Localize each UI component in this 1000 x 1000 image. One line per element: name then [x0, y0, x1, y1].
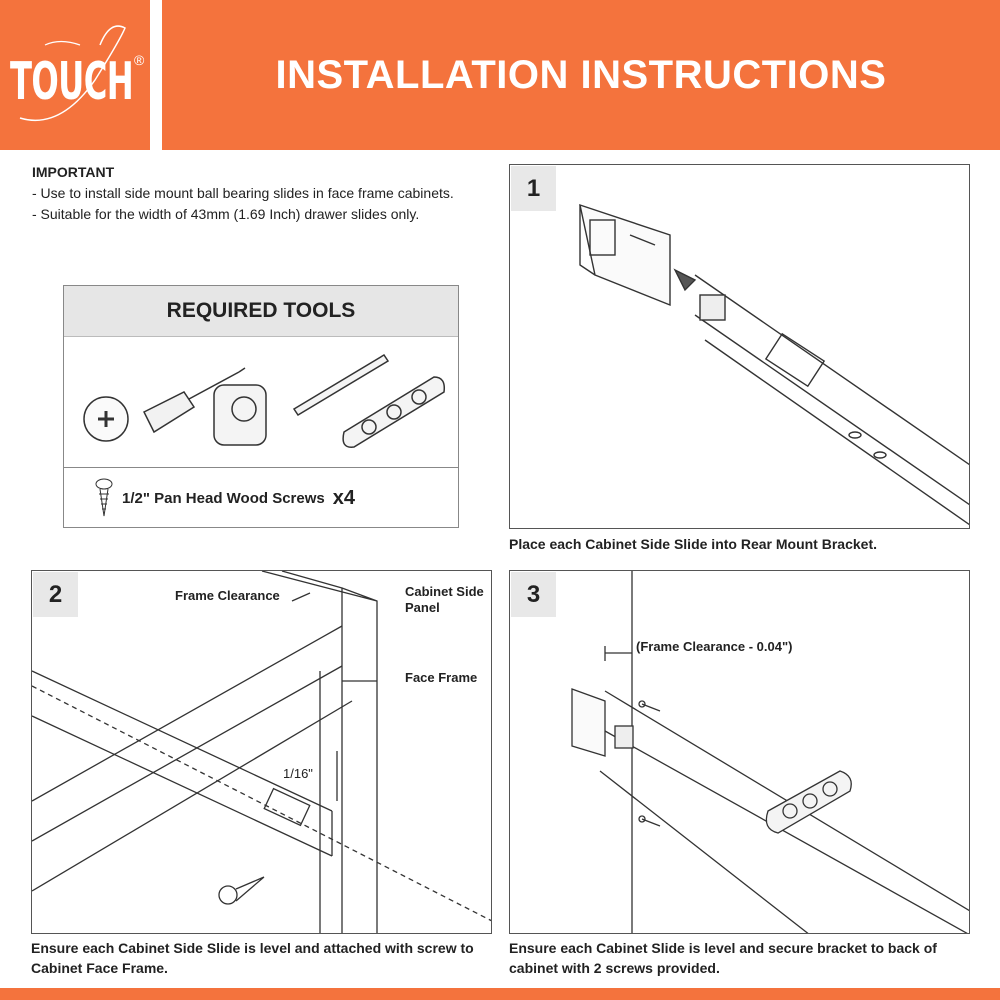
registered-mark: ® — [134, 52, 145, 68]
cabinet-side-panel-label: Cabinet Side Panel — [405, 584, 484, 615]
screws-label: 1/2" Pan Head Wood Screws — [122, 489, 325, 507]
step-2-panel: 2 Frame Clearance Cabinet Side Panel Fac… — [31, 570, 492, 934]
note-line: - Use to install side mount ball bearing… — [32, 185, 454, 201]
screw-icon — [218, 876, 265, 905]
page-title: INSTALLATION INSTRUCTIONS — [275, 52, 887, 97]
step-2-caption: Ensure each Cabinet Side Slide is level … — [31, 940, 474, 976]
step-3-caption: Ensure each Cabinet Slide is level and s… — [509, 940, 937, 976]
logo: TOUCH ® — [0, 0, 150, 150]
screw-icon — [638, 700, 661, 712]
step-number: 1 — [511, 166, 556, 211]
step-1-panel: 1 — [509, 164, 970, 529]
screwdriver-icon — [83, 367, 246, 442]
pencil-icon — [292, 353, 390, 417]
logo-swoosh-icon — [19, 25, 126, 122]
step-3-panel: 3 (Frame Clearance - 0.04") — [509, 570, 970, 934]
step-1-caption: Place each Cabinet Side Slide into Rear … — [509, 536, 877, 552]
screws-row: 1/2" Pan Head Wood Screws x4 — [64, 468, 458, 528]
face-frame-label: Face Frame — [405, 670, 478, 685]
step-1-illustration — [579, 203, 969, 526]
tools-illustrations — [64, 337, 458, 468]
logo-text: TOUCH — [10, 52, 134, 112]
tools-heading: REQUIRED TOOLS — [64, 286, 458, 337]
tape-measure-icon — [213, 384, 267, 446]
step-2-illustration — [32, 571, 491, 933]
footer-bar — [0, 988, 1000, 1000]
wood-screw-icon — [95, 478, 113, 517]
step-number: 2 — [33, 572, 78, 617]
frame-clearance-label: Frame Clearance — [175, 588, 280, 603]
step-3-illustration — [571, 571, 969, 933]
important-notes: IMPORTANT - Use to install side mount ba… — [32, 162, 454, 225]
step-number: 3 — [511, 572, 556, 617]
screw-icon — [638, 815, 661, 827]
screws-quantity: x4 — [332, 486, 355, 509]
drill-guide-icon — [342, 376, 446, 448]
frame-clearance-label: (Frame Clearance - 0.04") — [636, 639, 793, 654]
header-banner: INSTALLATION INSTRUCTIONS — [162, 0, 1000, 150]
gap-label: 1/16" — [283, 766, 313, 781]
important-heading: IMPORTANT — [32, 164, 115, 180]
note-line: - Suitable for the width of 43mm (1.69 I… — [32, 206, 420, 222]
required-tools-box: REQUIRED TOOLS 1/2" Pan Head Wood Screws… — [63, 285, 459, 528]
